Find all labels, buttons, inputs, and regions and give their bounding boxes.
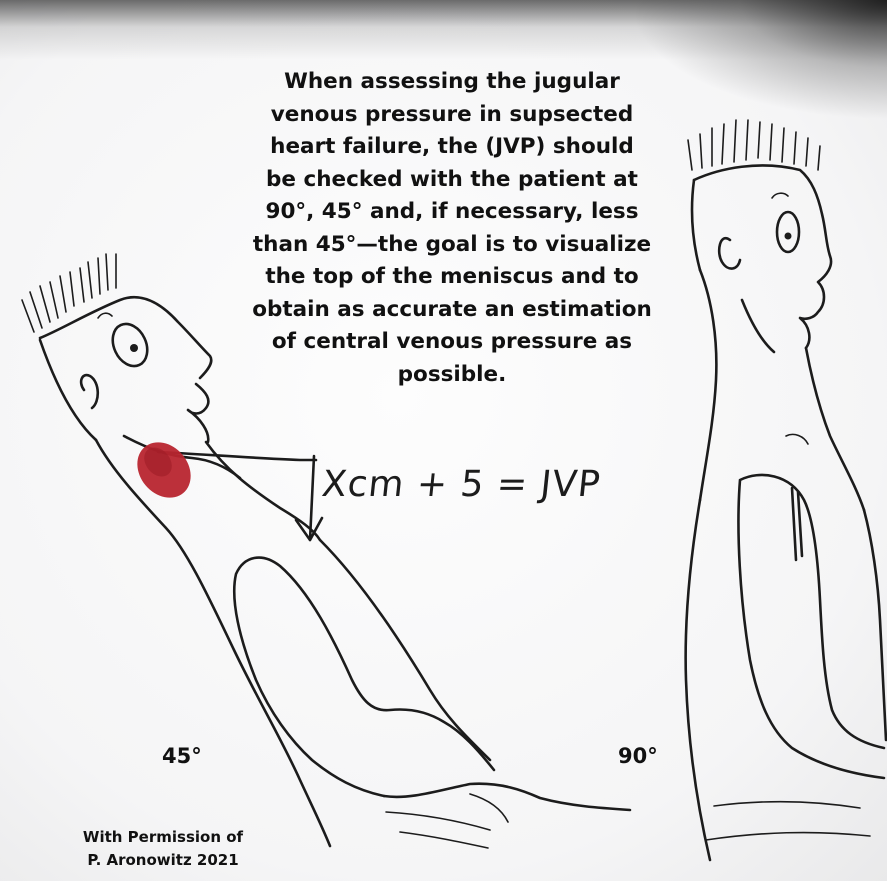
patient-45-pupil xyxy=(130,344,138,352)
patient-90-neck-front xyxy=(806,348,864,510)
patient-90-ear xyxy=(719,238,740,268)
patient-45-ear xyxy=(81,375,98,408)
patient-45-leg-lines xyxy=(386,794,508,848)
patient-90-eye xyxy=(777,212,799,252)
patient-45-brow xyxy=(98,313,112,318)
jvp-instruction-text: When assessing the jugular venous pressu… xyxy=(252,66,652,391)
patient-90-hair xyxy=(688,120,820,170)
patient-45-chest xyxy=(320,540,490,760)
patient-90-head xyxy=(694,165,831,348)
patient-90-back xyxy=(686,500,710,860)
patient-45-head xyxy=(40,297,211,442)
patient-45-back xyxy=(96,440,330,846)
angle-label-45: 45° xyxy=(162,744,202,768)
patient-45-hair xyxy=(22,254,116,332)
patient-90-arm-shade xyxy=(792,488,802,560)
patient-90-neck-back xyxy=(700,270,716,500)
patient-90-pupil xyxy=(785,233,792,240)
patient-45-hand xyxy=(384,784,630,810)
angle-label-90: 90° xyxy=(618,744,658,768)
jvp-vertical-line xyxy=(310,456,314,540)
patient-45-eye xyxy=(106,318,154,371)
patient-90-arm xyxy=(738,475,884,778)
credit-note: With Permission of P. Aronowitz 2021 xyxy=(58,826,268,872)
credit-line-1: With Permission of xyxy=(58,826,268,849)
patient-45-jaw xyxy=(40,340,96,440)
patient-90-jaw xyxy=(742,300,774,352)
patient-90-figure xyxy=(686,120,886,860)
patient-90-lap xyxy=(706,802,870,840)
jvp-formula: Xcm + 5 = JVP xyxy=(320,464,603,505)
credit-line-2: P. Aronowitz 2021 xyxy=(58,849,268,872)
patient-90-adam xyxy=(786,434,808,444)
patient-90-brow xyxy=(772,193,788,198)
patient-90-back-head xyxy=(692,180,700,270)
patient-90-chest xyxy=(864,510,886,740)
